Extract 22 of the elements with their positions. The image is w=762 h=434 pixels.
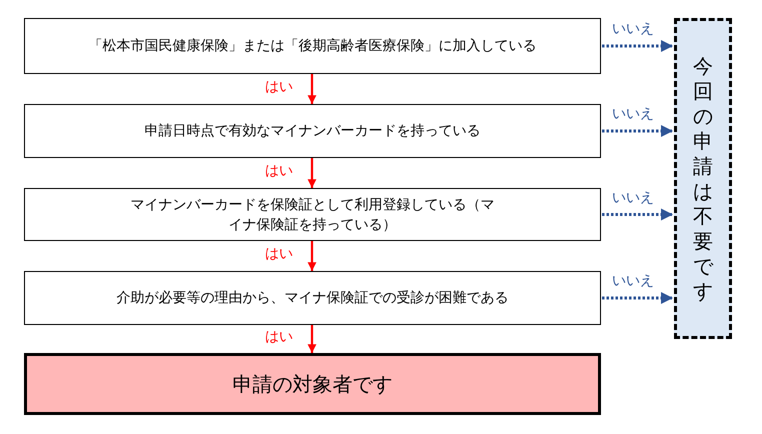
question-box: 「松本市国民健康保険」または「後期高齢者医療保険」に加入している [24,18,601,74]
question-box: 介助が必要等の理由から、マイナ保険証での受診が困難である [24,271,601,325]
edge-label: いいえ [612,20,654,38]
edge-label: いいえ [612,272,654,290]
question-box: 申請日時点で有効なマイナンバーカードを持っている [24,104,601,158]
edge-label: はい [265,162,293,180]
arrow [308,158,316,188]
arrow [602,125,673,137]
result-box: 今回の申請は不要です [674,18,732,339]
arrow [308,325,316,353]
edge-label: はい [265,78,293,96]
arrow [602,292,673,304]
arrow [308,74,316,104]
arrow [308,241,316,271]
result-box: 申請の対象者です [24,353,601,415]
edge-label: はい [265,328,293,346]
arrow [602,208,673,220]
edge-label: はい [265,245,293,263]
question-box: マイナンバーカードを保険証として利用登録している（マイナ保険証を持っている） [24,188,601,241]
edge-label: いいえ [612,105,654,123]
edge-label: いいえ [612,188,654,206]
arrow [602,40,673,52]
